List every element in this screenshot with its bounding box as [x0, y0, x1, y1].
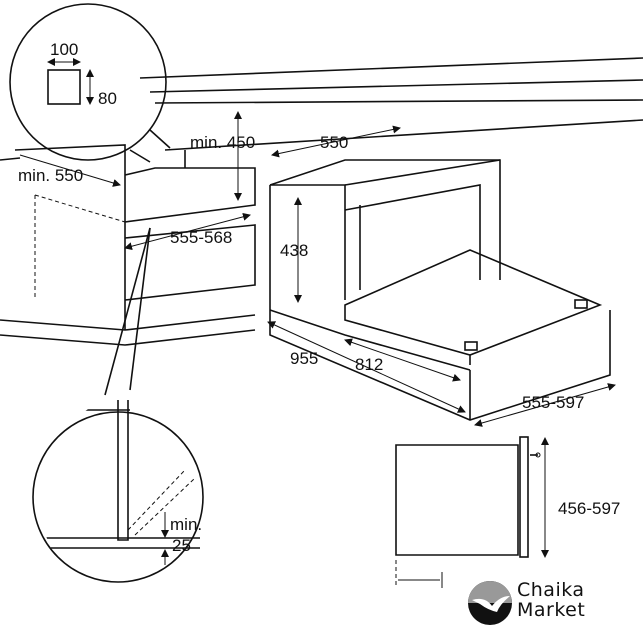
- watermark-text: Chaika Market: [517, 580, 585, 620]
- niche-min-depth-label: min. 550: [18, 166, 83, 185]
- vent-height-label: 80: [98, 89, 117, 108]
- oven-height-label: 438: [280, 241, 308, 260]
- detail-vent-circle: 100 80: [9, 3, 171, 163]
- oven-front-width-label: 555-597: [522, 393, 584, 412]
- watermark-line1: Chaika: [517, 579, 585, 601]
- side-view-drawing: [395, 436, 541, 588]
- kitchen-cabinet: [0, 57, 643, 396]
- oven-total-depth-label: 955: [290, 349, 318, 368]
- niche-min-height-label: min. 450: [190, 133, 255, 152]
- oven-width-label: 550: [320, 133, 348, 152]
- oven-drawing: [269, 159, 611, 421]
- niche-width-label: 555-568: [170, 228, 232, 247]
- vent-width-label: 100: [50, 40, 78, 59]
- watermark-line2: Market: [517, 599, 586, 621]
- chaika-logo-icon: [468, 581, 512, 625]
- side-height-label: 456-597: [558, 499, 620, 518]
- detail-gap-circle: min. 25: [32, 400, 204, 583]
- oven-body-depth-label: 812: [355, 355, 383, 374]
- gap-min-label: min.: [170, 515, 202, 534]
- gap-value-label: 25: [172, 536, 191, 555]
